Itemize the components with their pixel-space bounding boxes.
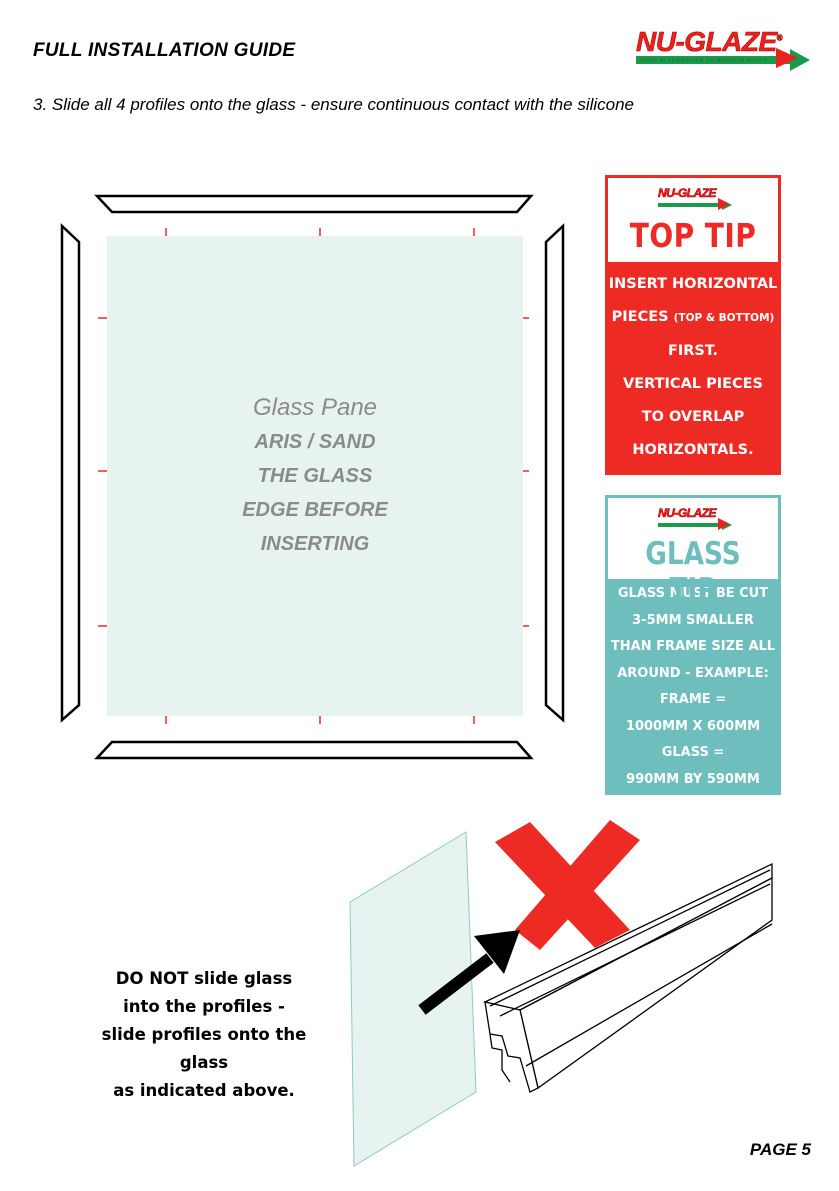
nu-glaze-logo: NU-GLAZE® UPVC ALTERNATIVE TO WINDOW PUT… <box>630 26 810 76</box>
left-profile <box>60 223 81 723</box>
top-tip-box: NU-GLAZE TOP TIP INSERT HORIZONTAL PIECE… <box>605 175 781 475</box>
glass-pane-note-line: INSERTING <box>260 533 370 555</box>
glass-tip-text: GLASS MUST BE CUT 3-5MM SMALLER THAN FRA… <box>610 586 776 787</box>
right-profile <box>544 223 565 723</box>
logo-tagline: UPVC ALTERNATIVE TO WINDOW PUTTY <box>640 58 768 64</box>
nu-glaze-logo: NU-GLAZE <box>654 506 734 530</box>
nu-glaze-logo: NU-GLAZE <box>654 186 734 210</box>
glass-pane-note-line: EDGE BEFORE <box>242 499 388 521</box>
glass-tip-box: NU-GLAZE GLASS TIP GLASS MUST BE CUT 3-5… <box>605 495 781 795</box>
glass-sheet <box>349 831 477 1167</box>
step-instruction: 3. Slide all 4 profiles onto the glass -… <box>33 95 635 114</box>
top-tip-title: TOP TIP <box>629 216 757 255</box>
glass-tip-title: GLASS TIP <box>645 536 741 608</box>
black-arrow-icon <box>418 930 520 1015</box>
page-number: PAGE 5 <box>749 1140 811 1159</box>
profile-extrusion <box>483 862 773 1093</box>
warning-note: DO NOT slide glass into the profiles - s… <box>101 969 307 1100</box>
top-tip-text: INSERT HORIZONTAL PIECES (TOP & BOTTOM) … <box>608 276 778 458</box>
logo-arrow-icon <box>658 198 732 210</box>
logo-arrow-icon <box>636 48 810 71</box>
document-title: FULL INSTALLATION GUIDE <box>33 40 296 61</box>
wrong-method-illustration <box>349 820 773 1167</box>
glass-tip-header: NU-GLAZE GLASS TIP <box>608 498 778 608</box>
red-cross-icon <box>495 820 640 950</box>
logo-arrow-icon <box>658 518 732 530</box>
glass-pane-note-line: THE GLASS <box>257 465 373 487</box>
bottom-profile <box>94 740 534 760</box>
glass-pane-note-line: ARIS / SAND <box>254 431 376 453</box>
top-profile <box>94 194 534 214</box>
glass-pane-label: Glass Pane <box>252 394 378 421</box>
logo-wordmark: NU-GLAZE® <box>636 26 783 58</box>
top-tip-header: NU-GLAZE TOP TIP <box>608 178 778 262</box>
glass-pane: Glass Pane ARIS / SAND THE GLASS EDGE BE… <box>107 236 523 716</box>
